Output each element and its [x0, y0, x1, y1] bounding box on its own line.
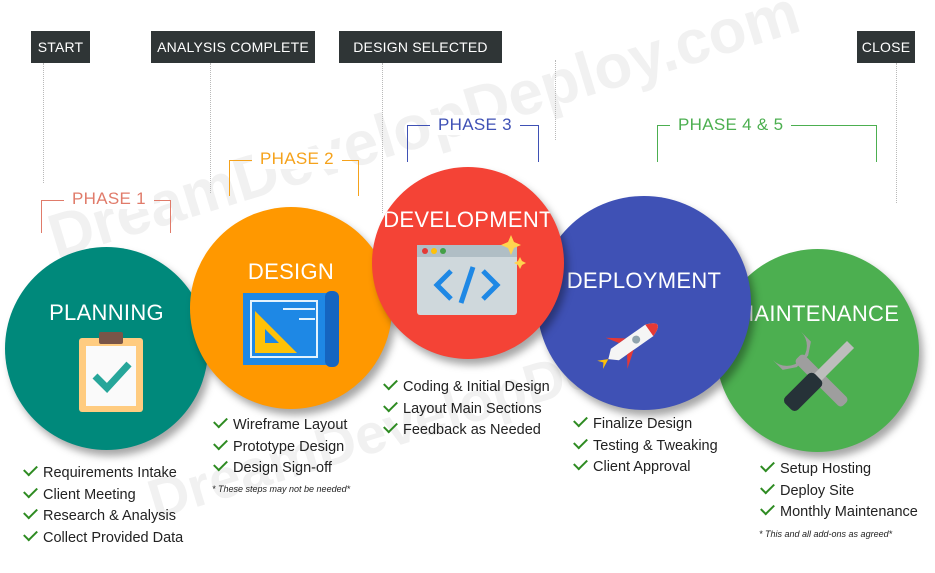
close-connector [896, 63, 897, 203]
maintenance-circle: MAINTENANCE [716, 249, 919, 452]
design-title: DESIGN [247, 259, 335, 284]
list-item: Requirements Intake [23, 461, 183, 485]
development-title: DEVELOPMENT [383, 207, 553, 232]
list-item: Monthly Maintenance [760, 500, 918, 524]
planning-circle: PLANNING [5, 247, 208, 450]
maintenance-title: MAINTENANCE [735, 301, 900, 326]
list-item: Setup Hosting [760, 457, 918, 481]
check-icon [213, 456, 228, 472]
check-icon [573, 412, 588, 428]
list-item: Collect Provided Data [23, 526, 183, 550]
list-item: Wireframe Layout [213, 413, 347, 437]
list-item: Prototype Design [213, 435, 347, 459]
milestone-start: START [31, 31, 90, 63]
phase-3-label: PHASE 3 [430, 115, 520, 135]
wrench-screwdriver-icon [772, 331, 855, 411]
phase-2-label: PHASE 2 [252, 149, 342, 169]
development-steps: Coding & Initial Design Layout Main Sect… [383, 375, 550, 442]
check-icon [383, 375, 398, 391]
check-icon [213, 413, 228, 429]
list-item: Design Sign-off [213, 456, 347, 480]
design-selected-connector [382, 63, 383, 213]
list-item: Feedback as Needed [383, 418, 550, 442]
milestone-analysis-complete: ANALYSIS COMPLETE [151, 31, 315, 63]
check-icon [760, 500, 775, 516]
start-connector [43, 63, 44, 183]
list-item: Deploy Site [760, 479, 918, 503]
list-item: Client Meeting [23, 483, 183, 507]
check-icon [573, 455, 588, 471]
check-icon [23, 483, 38, 498]
list-item: Coding & Initial Design [383, 375, 550, 399]
design-circle: DESIGN [190, 207, 392, 409]
clipboard-check-icon [79, 332, 143, 412]
phase4-connector [555, 60, 556, 140]
design-note: * These steps may not be needed* [212, 484, 351, 494]
planning-title: PLANNING [49, 300, 164, 325]
list-item: Research & Analysis [23, 504, 183, 528]
design-steps: Wireframe Layout Prototype Design Design… [213, 413, 347, 480]
check-icon [23, 526, 38, 541]
analysis-connector [210, 63, 211, 193]
code-window-icon [417, 235, 526, 315]
list-item: Testing & Tweaking [573, 434, 718, 458]
deployment-steps: Finalize Design Testing & Tweaking Clien… [573, 412, 718, 479]
list-item: Client Approval [573, 455, 718, 479]
milestone-close: CLOSE [857, 31, 915, 63]
list-item: Layout Main Sections [383, 397, 550, 421]
check-icon [573, 434, 588, 449]
deployment-title: DEPLOYMENT [566, 268, 722, 293]
milestone-design-selected: DESIGN SELECTED [339, 31, 502, 63]
maintenance-note: * This and all add-ons as agreed* [759, 529, 893, 539]
deployment-circle: DEPLOYMENT [537, 196, 751, 410]
blueprint-icon [243, 291, 339, 367]
check-icon [760, 457, 775, 473]
maintenance-steps: Setup Hosting Deploy Site Monthly Mainte… [760, 457, 918, 524]
list-item: Finalize Design [573, 412, 718, 436]
phase-4-5-label: PHASE 4 & 5 [670, 115, 792, 135]
check-icon [383, 418, 398, 434]
check-icon [383, 397, 398, 412]
rocket-icon [597, 323, 658, 369]
check-icon [213, 435, 228, 450]
development-circle: DEVELOPMENT [372, 167, 564, 359]
check-icon [760, 479, 775, 494]
phase-1-label: PHASE 1 [64, 189, 154, 209]
check-icon [23, 504, 38, 520]
planning-steps: Requirements Intake Client Meeting Resea… [23, 461, 183, 550]
check-icon [23, 461, 38, 477]
